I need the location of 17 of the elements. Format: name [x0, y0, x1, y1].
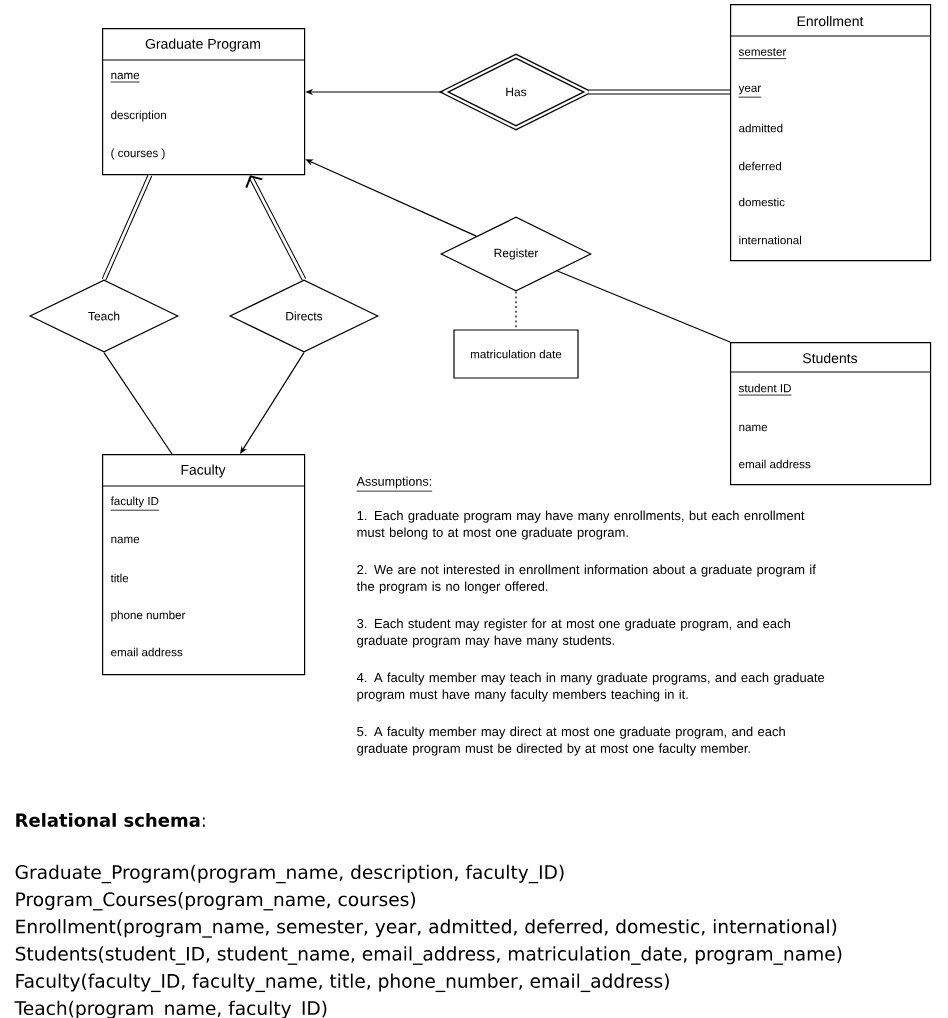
- entity-box: [729, 342, 932, 486]
- heading: Relational schema:: [16, 813, 205, 827]
- arrow: [240, 352, 305, 454]
- connector-line: [103, 352, 173, 455]
- schema-line: Faculty(faculty_ID, faculty_name, title, phone_number, email_address): [16, 973, 669, 993]
- entity-box: [729, 4, 932, 262]
- schema-line: Enrollment(program_name, semester, year, admitted, deferred, domestic, international): [16, 919, 837, 938]
- entity-box: [101, 28, 306, 176]
- arrow: [245, 175, 307, 281]
- connector-line: [588, 89, 730, 95]
- schema-line: Graduate_Program(program_name, description, faculty_ID): [15, 864, 564, 884]
- connector-line: [515, 291, 517, 330]
- schema-line: Program_Courses(program_name, courses): [16, 891, 416, 911]
- connector-line: [556, 270, 731, 343]
- schema-line: Students(student_ID, student_name, email_address, matriculation_date, program_name): [15, 946, 842, 965]
- entity-box: [101, 454, 306, 676]
- connector-line: [101, 174, 153, 281]
